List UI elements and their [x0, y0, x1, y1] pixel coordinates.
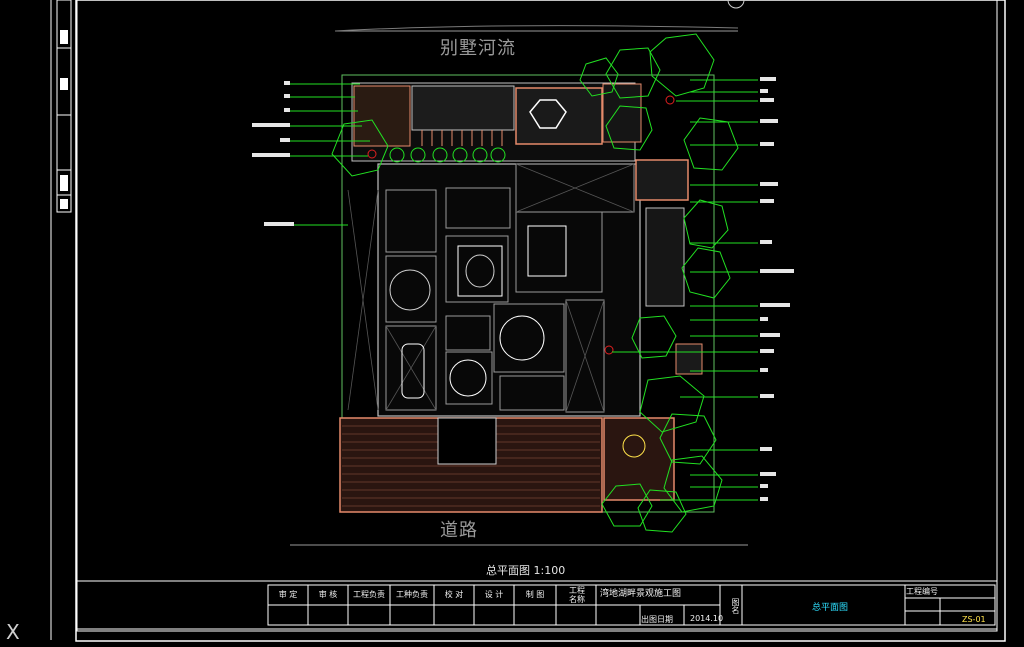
left-margin-text [60, 30, 68, 209]
ucs-axis-icon: X [6, 620, 20, 644]
tb-cell-check: 校 对 [444, 590, 464, 599]
river-label: 别墅河流 [440, 38, 516, 59]
stair [389, 269, 431, 311]
villa-walls [385, 163, 635, 413]
tb-cell-discipline-lead: 工种负责 [396, 590, 428, 599]
foyer-disc [449, 359, 487, 397]
north-arrow [727, 0, 745, 9]
pavilion [529, 99, 567, 129]
annotation-marks-right [760, 77, 794, 501]
rug-pattern [465, 254, 495, 288]
drawing-frame [75, 0, 1006, 642]
tb-cell-project-label: 工程 名称 [569, 586, 585, 604]
river-curve [334, 25, 739, 32]
road-label: 道路 [440, 520, 478, 541]
east-walk [645, 207, 685, 307]
drawing-caption: 总平面图 1:100 [486, 564, 566, 577]
tb-sheet-no-value: ZS-01 [962, 615, 986, 624]
rug [457, 245, 503, 297]
left-margin-strip [50, 0, 72, 640]
leaders-left [290, 83, 370, 226]
tb-drawing-title: 总平面图 [812, 603, 849, 613]
round-table [499, 315, 545, 361]
tb-date-value: 2014.10 [690, 614, 724, 623]
fountain [622, 434, 646, 458]
entry-steps [437, 417, 497, 465]
leaders-right [612, 79, 758, 501]
tb-cell-draft: 制 图 [525, 590, 545, 599]
tb-sheet-label: 图名 [731, 598, 740, 614]
tb-date-label: 出图日期 [641, 615, 673, 624]
tb-project-no-label: 工程编号 [906, 587, 938, 596]
pool [602, 83, 642, 143]
tb-project-name: 湾地湖畔景观施工图 [600, 589, 682, 599]
east-gate [675, 343, 703, 375]
inner-frame [76, 0, 998, 632]
deck-planks [421, 130, 503, 146]
red-callouts [367, 95, 675, 355]
dining-table [527, 225, 567, 277]
pavilion-pad [515, 87, 603, 145]
east-path [635, 159, 689, 201]
title-block [75, 580, 998, 630]
tb-cell-design: 设 计 [484, 590, 504, 599]
shrub-row [389, 147, 506, 163]
villa-diagonals [347, 163, 635, 413]
villa-footprint [377, 163, 641, 417]
paved-plaza [411, 85, 515, 131]
tb-cell-review: 审 核 [318, 590, 338, 599]
tb-cell-approve: 审 定 [278, 590, 298, 599]
tb-cell-project-lead: 工程负责 [353, 590, 385, 599]
annotation-marks-left [252, 81, 294, 226]
car [401, 343, 425, 399]
